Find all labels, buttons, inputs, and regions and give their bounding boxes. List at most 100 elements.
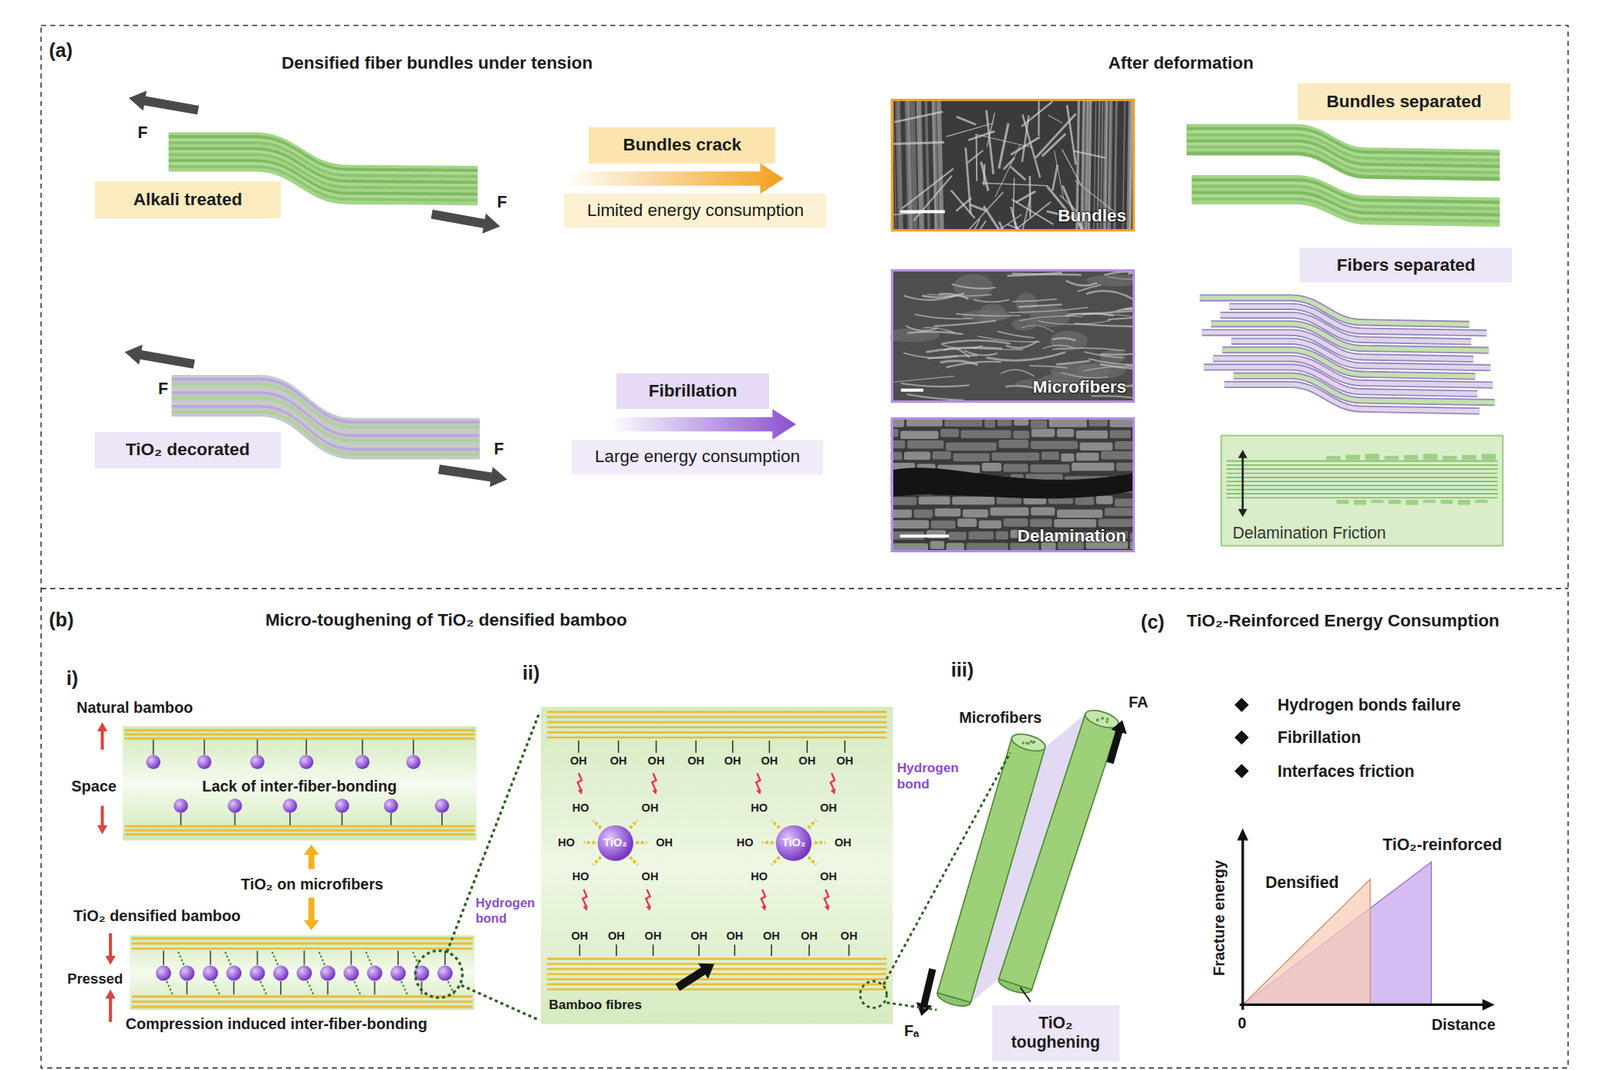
sem-fiber	[1056, 361, 1091, 365]
bonding-dots	[318, 950, 325, 966]
zoom-panel	[540, 706, 893, 1024]
tio2-particle	[406, 754, 422, 770]
sem-micrograph	[891, 417, 1135, 553]
sem-fiber	[941, 340, 1011, 345]
bamboo-band: TiO₂ densified bamboo	[129, 935, 475, 1011]
hydrogen-bond-dash	[629, 857, 638, 865]
double-arrow	[1238, 483, 1248, 518]
fiber-line	[124, 737, 476, 740]
figure-label: (a)	[48, 38, 73, 62]
force-arrow	[438, 464, 508, 487]
figure-label: Hydrogen bond	[475, 895, 541, 927]
sem-fiber	[1007, 273, 1063, 277]
sem-layer	[995, 531, 1009, 541]
fiber-line	[546, 731, 887, 734]
fibril-dot	[1096, 718, 1099, 721]
sem-layer	[1053, 519, 1097, 528]
sem-fiber	[965, 147, 972, 214]
tio2-circle: TiO₂	[597, 824, 635, 862]
sem-fiber	[1088, 358, 1135, 365]
sem-fiber	[1066, 280, 1098, 286]
particle-stem	[412, 739, 415, 756]
tio2-particle	[249, 965, 266, 981]
bonding-dots	[365, 950, 372, 966]
sem-fiber	[1016, 191, 1037, 203]
separated-fiber	[1204, 367, 1478, 394]
sem-fiber	[975, 134, 1033, 148]
particle-stem	[209, 950, 212, 966]
toughening-box: TiO₂ toughening	[992, 1005, 1120, 1062]
sem-fiber	[1052, 165, 1057, 191]
sem-streak	[895, 98, 899, 232]
sem-fiber	[1048, 114, 1063, 123]
sem-layer	[1030, 507, 1055, 517]
panel-frame	[40, 25, 1568, 1068]
oh-stem	[734, 944, 736, 956]
sem-fiber	[975, 134, 979, 182]
process-box: Bundles crack	[588, 127, 776, 163]
hydrogen-bond-dash	[593, 820, 601, 828]
sem-image: Delamination	[891, 417, 1135, 553]
sem-fiber	[928, 354, 979, 358]
particle-stem	[232, 981, 235, 995]
sem-fiber	[973, 299, 1010, 302]
hydrogen-bond-dash	[808, 857, 817, 865]
friction-layer	[1226, 496, 1499, 499]
fiber-line	[546, 736, 887, 740]
sem-layer	[1031, 428, 1055, 438]
hydrogen-bond-bolt	[582, 904, 588, 912]
figure-label: OH	[762, 930, 780, 944]
sem-layer	[1071, 462, 1114, 472]
node-text: Natural bamboo	[76, 698, 193, 717]
scale-bar	[901, 388, 924, 392]
figure-label: FA	[1128, 693, 1148, 713]
hydrogen-bond-bolt	[830, 788, 836, 795]
sem-fiber	[958, 192, 1003, 232]
figure-label: OH	[798, 754, 816, 768]
sem-layer	[914, 509, 933, 519]
sem-fiber	[893, 141, 944, 144]
sem-fiber	[1037, 101, 1040, 136]
tio2-particle	[178, 965, 195, 981]
sem-fiber	[1037, 320, 1111, 325]
sem-fiber	[955, 313, 1021, 317]
friction-step	[1423, 499, 1436, 503]
sem-fiber	[1009, 307, 1088, 313]
friction-layer	[1226, 460, 1499, 463]
orange-arrow	[303, 897, 320, 931]
fiber-line	[131, 942, 473, 946]
force-arrow	[128, 91, 200, 115]
friction-layer	[1226, 468, 1499, 470]
sem-layer	[904, 451, 931, 460]
tio2-particle	[320, 965, 336, 981]
node-text: Bundles separated	[1326, 91, 1482, 113]
figure-label: Fₐ	[904, 1022, 920, 1041]
tio2-particle	[273, 965, 289, 981]
sem-image: Bundles	[891, 98, 1135, 232]
sem-layer	[1098, 518, 1135, 527]
hydrogen-bond-bolt	[761, 904, 767, 912]
fiber-strand	[1191, 202, 1500, 225]
bamboo-band	[122, 725, 477, 841]
sem-layer	[1003, 518, 1029, 527]
sem-layer	[961, 429, 1012, 439]
sem-fiber	[1100, 353, 1135, 355]
friction-layer	[1226, 480, 1499, 483]
figure-label: OH	[641, 870, 659, 885]
fibril-dot	[1031, 741, 1034, 744]
treatment-box: TiO₂ decorated	[94, 432, 281, 470]
note-box: Large energy consumption	[571, 439, 824, 475]
tio2-particle	[173, 798, 189, 814]
figure-label: TiO₂ on microfibers	[240, 875, 384, 895]
node-text: Delamination Friction	[1232, 523, 1387, 544]
bonding-dots	[224, 950, 231, 966]
separated-bundle	[1186, 125, 1500, 179]
sem-layer	[1003, 463, 1029, 473]
fiber-line	[546, 978, 887, 981]
node-text: Large energy consumption	[594, 446, 800, 468]
sem-fiber	[1018, 304, 1062, 308]
node-text: Fibrillation	[648, 381, 738, 402]
sem-fiber	[1073, 151, 1105, 159]
node-text: Microfibers	[1032, 377, 1127, 399]
force-arrow	[431, 209, 501, 234]
